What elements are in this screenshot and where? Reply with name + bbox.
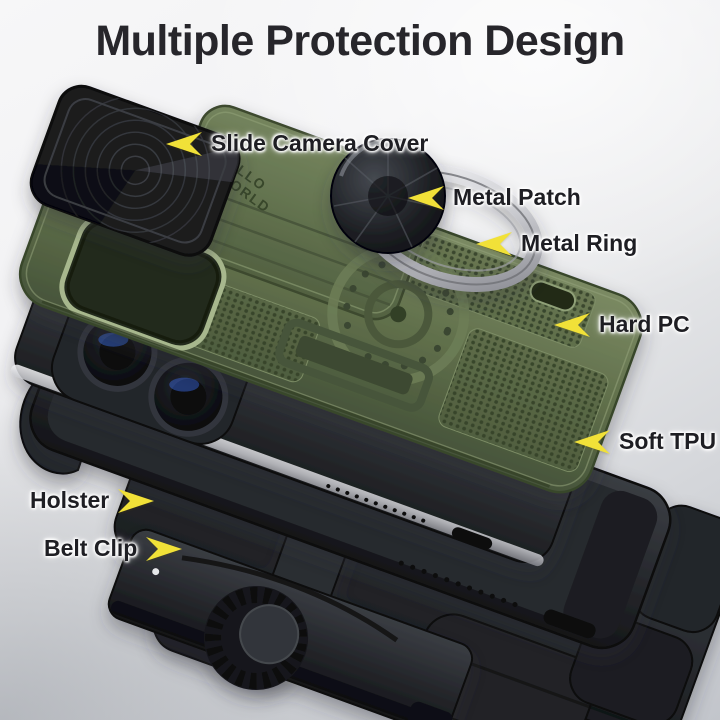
label-holster: Holster [30, 487, 155, 514]
label-metal-patch: Metal Patch [408, 184, 581, 211]
label-text: Soft TPU [619, 428, 717, 454]
arrow-left-icon [574, 429, 610, 454]
label-metal-ring: Metal Ring [476, 230, 637, 257]
page-title: Multiple Protection Design [95, 17, 625, 65]
arrow-left-icon [476, 231, 512, 256]
label-text: Metal Ring [521, 230, 638, 256]
arrow-left-icon [554, 312, 590, 337]
label-text: Metal Patch [453, 184, 581, 210]
label-soft-tpu: Soft TPU [574, 428, 716, 455]
metal-patch-part [330, 138, 446, 254]
label-text: Hard PC [599, 311, 690, 337]
label-text: Belt Clip [44, 535, 138, 561]
label-text: Slide Camera Cover [211, 130, 429, 156]
arrow-right-icon [118, 488, 155, 513]
arrow-left-icon [408, 185, 444, 210]
label-belt-clip: Belt Clip [44, 535, 183, 562]
belt-clip-part [107, 496, 474, 720]
arrow-right-icon [146, 536, 183, 561]
belt-clip-gear [204, 585, 309, 690]
label-hard-pc: Hard PC [554, 311, 690, 338]
arrow-left-icon [166, 131, 202, 156]
label-slide-camera-cover: Slide Camera Cover [166, 130, 428, 157]
label-text: Holster [30, 487, 110, 513]
